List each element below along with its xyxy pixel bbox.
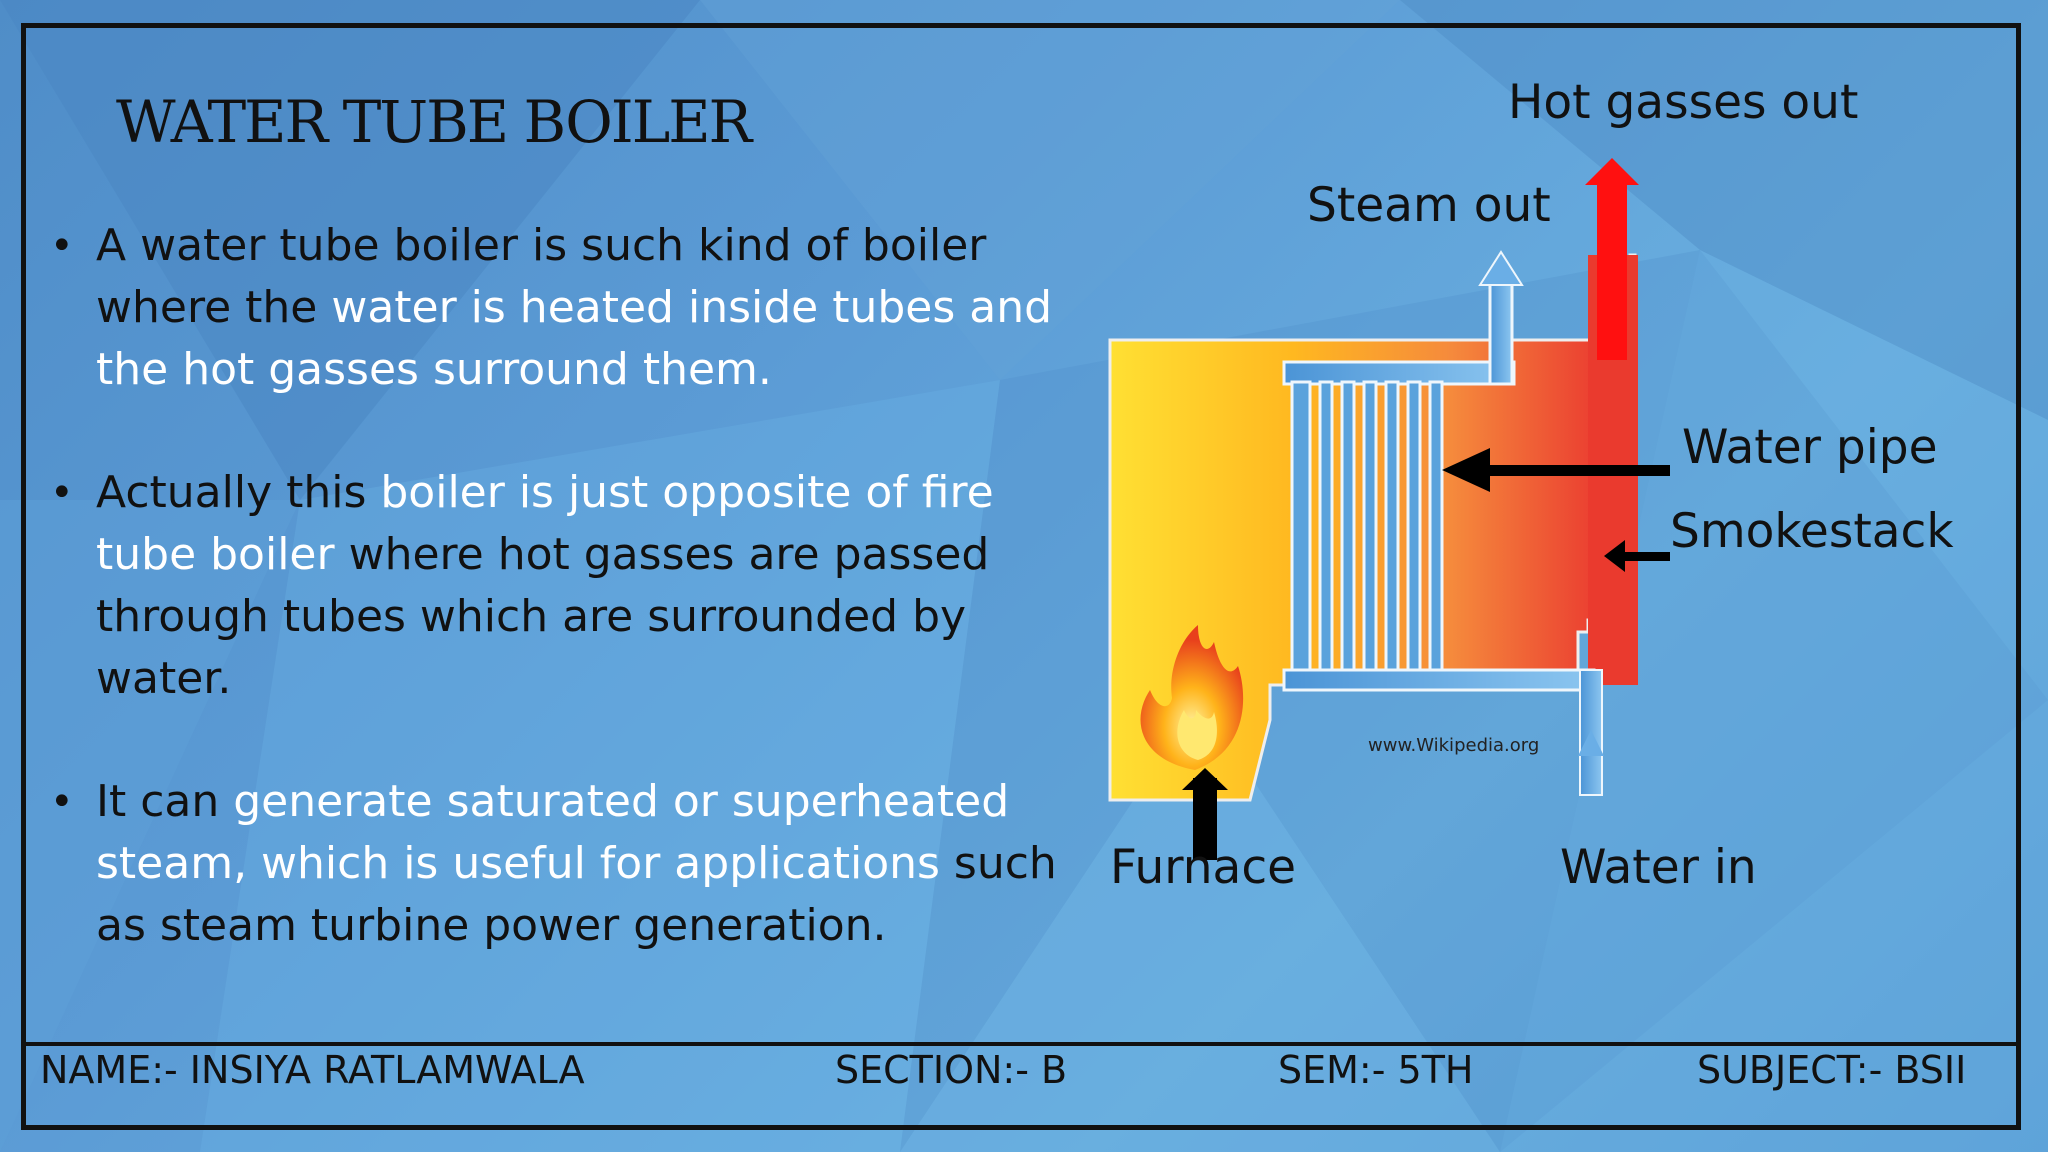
bullet-text: A water tube boiler is such kind of boil… xyxy=(96,220,1052,395)
bullet-segment: A water tube boiler is such kind of boil… xyxy=(96,220,987,333)
hot-gas-shaft xyxy=(1597,180,1627,360)
label-hot-gasses-out: Hot gasses out xyxy=(1508,75,1859,130)
bullet-item: • It can generate saturated or superheat… xyxy=(50,771,1090,957)
footer-name: NAME:- INSIYA RATLAMWALA xyxy=(40,1048,585,1092)
label-water-pipe: Water pipe xyxy=(1682,420,1938,475)
water-pipe-pointer xyxy=(1442,448,1490,492)
water-in-arrow xyxy=(1578,730,1604,756)
smokestack-pointer xyxy=(1604,540,1625,572)
bullet-list: • A water tube boiler is such kind of bo… xyxy=(50,215,1090,1018)
bullet-segment: It can xyxy=(96,776,234,827)
label-furnace: Furnace xyxy=(1110,840,1297,895)
bullet-segment-highlight: generate saturated or superheated steam,… xyxy=(96,776,1010,889)
boiler-diagram: Hot gasses out Steam out Water pipe Smok… xyxy=(1080,70,1980,920)
bullet-segment: such as steam turbine power generation. xyxy=(96,838,1057,951)
bullet-text: Actually this boiler is just opposite of… xyxy=(96,467,994,704)
slide-frame xyxy=(21,23,2021,1130)
bullet-segment: Actually this xyxy=(96,467,381,518)
footer-subject: SUBJECT:- BSII xyxy=(1697,1048,1967,1092)
bullet-dot: • xyxy=(50,223,74,269)
flame-icon xyxy=(1140,625,1244,770)
steam-pipe xyxy=(1488,278,1514,386)
slide-title: WATER TUBE BOILER xyxy=(116,88,752,156)
hot-gas-arrowhead xyxy=(1585,158,1639,185)
footer-sem: SEM:- 5TH xyxy=(1278,1048,1474,1092)
image-credit: www.Wikipedia.org xyxy=(1368,735,1540,756)
bullet-segment-highlight: boiler is just opposite of fire tube boi… xyxy=(96,467,994,580)
bullet-segment-highlight: water is heated inside tubes and the hot… xyxy=(96,282,1053,395)
label-steam-out: Steam out xyxy=(1307,178,1551,233)
bullet-dot: • xyxy=(50,779,74,825)
boiler-illustration xyxy=(1108,158,1670,860)
furnace-pointer xyxy=(1182,768,1228,790)
bullet-item: • Actually this boiler is just opposite … xyxy=(50,462,1090,710)
water-tubes xyxy=(1290,380,1444,674)
label-smokestack: Smokestack xyxy=(1670,504,1954,559)
label-water-in: Water in xyxy=(1560,840,1757,895)
footer-section: SECTION:- B xyxy=(835,1048,1068,1092)
steam-out-arrow xyxy=(1478,250,1524,286)
bullet-item: • A water tube boiler is such kind of bo… xyxy=(50,215,1090,401)
footer-divider xyxy=(21,1042,2021,1046)
bullet-segment: where hot gasses are passed through tube… xyxy=(96,529,990,704)
bullet-dot: • xyxy=(50,470,74,516)
water-drum-bottom xyxy=(1282,668,1596,692)
bullet-text: It can generate saturated or superheated… xyxy=(96,776,1057,951)
